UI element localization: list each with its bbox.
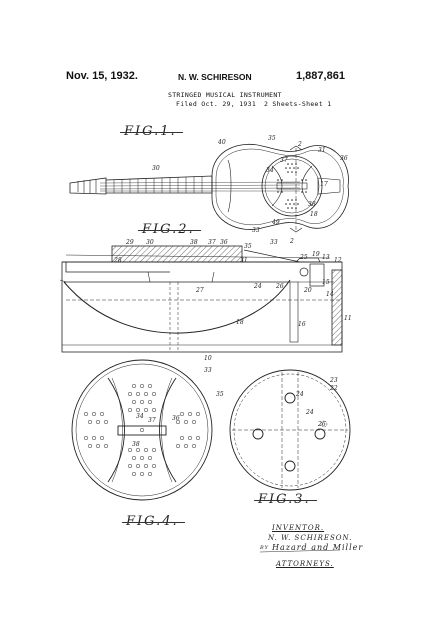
fig1-ref-numeral: 34 xyxy=(266,167,274,174)
fig2-ref-numeral: 33 xyxy=(270,239,278,246)
fig2-ref-numeral: 29 xyxy=(125,239,134,246)
fig3-ref-numeral: 22 xyxy=(329,385,338,392)
fig2-ref-numeral: 12 xyxy=(334,257,342,264)
by-label: BY xyxy=(260,545,269,551)
fig2-reference-numerals: 29 30 38 37 36 35 33 28 31 25 19 13 12 2… xyxy=(113,239,352,362)
filing-date: Filed Oct. 29, 1931 xyxy=(176,100,257,108)
fig2-ref-numeral: 30 xyxy=(146,239,154,246)
fig4-reference-numerals: 33 35 34 37 36 38 xyxy=(132,367,224,448)
fig1-cover-plate xyxy=(261,155,323,217)
fig3-ref-numeral: 24 xyxy=(305,409,314,416)
fig2-ref-numeral: 36 xyxy=(220,239,228,246)
fig1-ref-numeral: 38 xyxy=(308,201,316,208)
fig1-ref-numeral: 18 xyxy=(310,211,318,218)
fig1-reference-numerals: 2 35 40 31 37 36 34 30 17 38 18 49 33 2 xyxy=(152,135,348,245)
attorney-signature: Hazard and Miller xyxy=(272,543,364,552)
fig2-ref-numeral: 16 xyxy=(298,321,306,328)
fig2-ref-numeral: 28 xyxy=(113,257,122,264)
fig2-ref-numeral: 26 xyxy=(275,283,284,290)
fig2-ref-numeral: 31 xyxy=(240,257,248,264)
fig2-ref-numeral: 10 xyxy=(204,355,212,362)
fig1-perforations xyxy=(277,163,307,209)
inventor-name-header: N. W. SCHIRESON xyxy=(178,72,252,82)
sheet-count: 2 Sheets-Sheet 1 xyxy=(264,100,332,108)
fig4-label: FIG.4. xyxy=(126,514,179,529)
fig2-ref-numeral: 20 xyxy=(303,287,312,294)
fig1-body-outline xyxy=(211,143,349,230)
patent-title: STRINGED MUSICAL INSTRUMENT xyxy=(168,91,282,99)
fig2-ref-numeral: 38 xyxy=(190,239,198,246)
fig2-ref-numeral: 18 xyxy=(236,319,244,326)
fig2-ref-numeral: 13 xyxy=(322,254,330,261)
fig3-base-plate xyxy=(229,369,351,491)
fig1-ref-numeral: 2 xyxy=(289,238,294,245)
fig3-label: FIG.3. xyxy=(258,492,311,507)
inventor-label: INVENTOR. xyxy=(272,524,325,532)
fig4-perforations xyxy=(83,383,201,477)
fig2-ref-numeral: 11 xyxy=(344,315,352,322)
fig1-ref-numeral: 49 xyxy=(271,219,280,226)
fig4-ref-numeral: 35 xyxy=(216,391,224,398)
fig1-guitar xyxy=(69,143,349,233)
fig2-ref-numeral: 25 xyxy=(299,254,308,261)
attorneys-label: ATTORNEYS. xyxy=(276,560,334,568)
fig1-ref-numeral: 2 xyxy=(297,141,302,148)
fig1-ref-numeral: 17 xyxy=(320,181,328,188)
fig2-label: FIG.2. xyxy=(142,222,195,237)
fig2-ref-numeral: 35 xyxy=(244,243,252,250)
fig4-ref-numeral: 33 xyxy=(204,367,212,374)
fig3-reference-numerals: 23 22 24 24 26 xyxy=(295,377,338,428)
fig1-ref-numeral: 33 xyxy=(252,227,260,234)
fig4-ref-numeral: 37 xyxy=(148,417,156,424)
fig2-ref-numeral: 19 xyxy=(312,251,320,258)
fig1-label: FIG.1. xyxy=(124,124,177,139)
fig3-ref-numeral: 24 xyxy=(295,391,304,398)
patent-date: Nov. 15, 1932. xyxy=(66,70,138,82)
inventor-signature-name: N. W. SCHIRESON. xyxy=(268,534,353,542)
fig4-ref-numeral: 38 xyxy=(132,441,140,448)
patent-number: 1,887,861 xyxy=(296,70,345,82)
fig4-ref-numeral: 34 xyxy=(136,413,144,420)
fig1-frets xyxy=(113,176,203,193)
fig2-ref-numeral: 27 xyxy=(195,287,204,294)
fig3-ref-numeral: 23 xyxy=(329,377,338,384)
fig1-ref-numeral: 30 xyxy=(152,165,160,172)
fig2-ref-numeral: 24 xyxy=(253,283,262,290)
fig3-ref-numeral: 26 xyxy=(317,421,326,428)
fig4-ref-numeral: 36 xyxy=(172,415,180,422)
fig1-ref-numeral: 40 xyxy=(217,139,226,146)
fig2-section xyxy=(59,245,343,353)
fig1-ref-numeral: 36 xyxy=(340,155,348,162)
fig2-neck-hatch xyxy=(111,245,243,263)
fig2-ref-numeral: 14 xyxy=(326,291,334,298)
fig2-ref-numeral: 37 xyxy=(208,239,216,246)
fig1-ref-numeral: 31 xyxy=(318,147,326,154)
fig2-ref-numeral: 15 xyxy=(322,279,330,286)
fig1-ref-numeral: 37 xyxy=(280,157,288,164)
fig1-ref-numeral: 35 xyxy=(268,135,276,142)
fig4-cover-plate xyxy=(71,359,213,501)
